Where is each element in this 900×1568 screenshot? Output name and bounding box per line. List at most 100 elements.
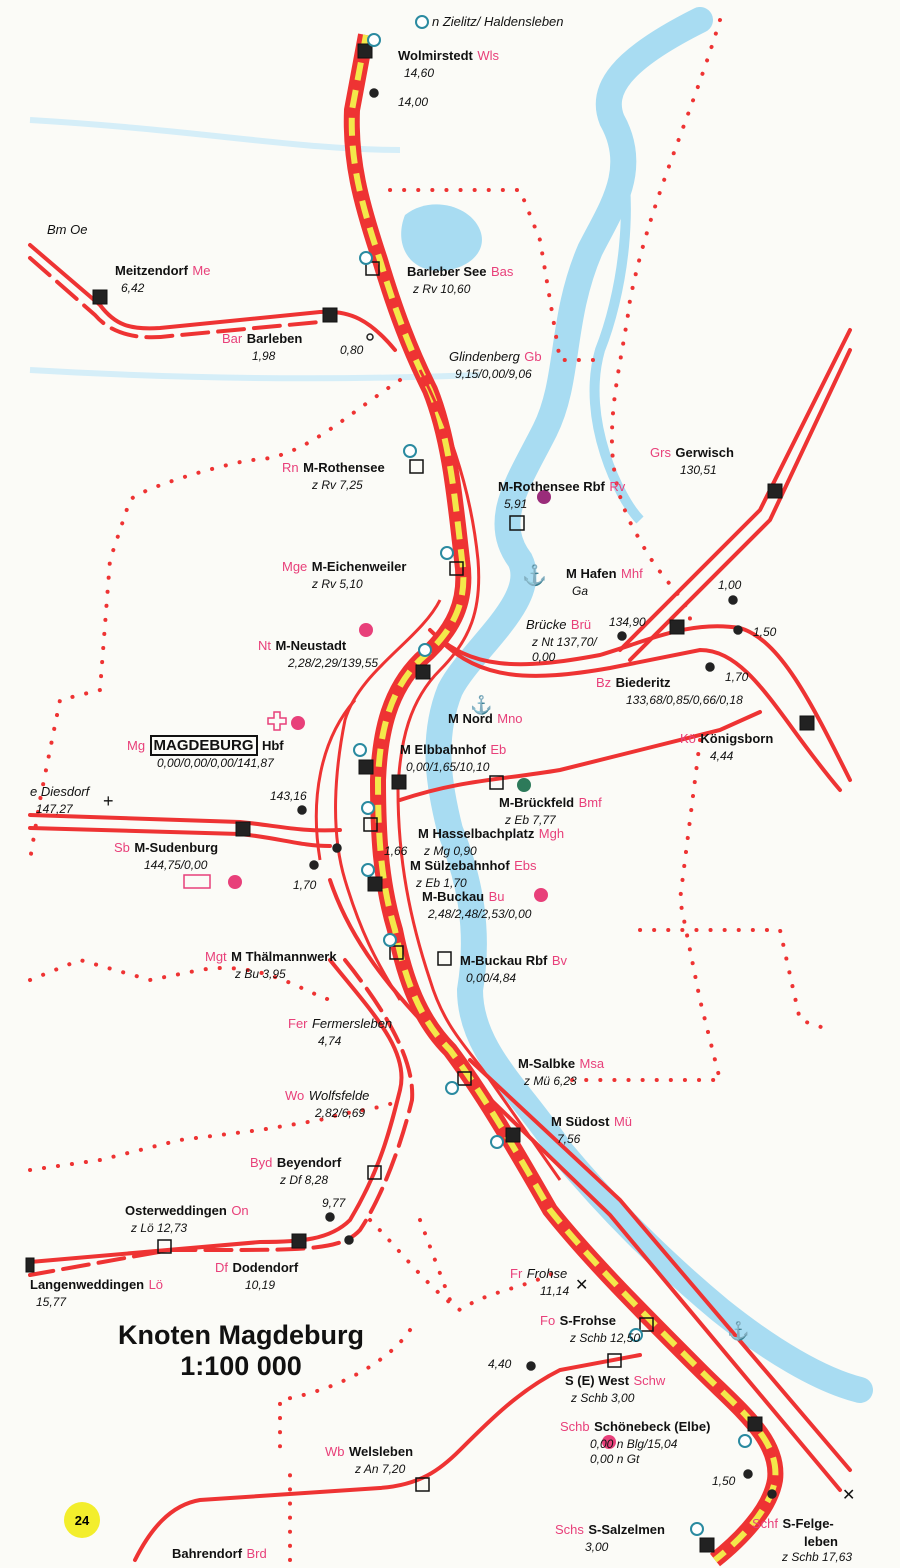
station-km: 3,00 (585, 1540, 609, 1554)
station-code: Schf (752, 1516, 779, 1531)
station-name: M-Brückfeld (499, 795, 575, 810)
station-name: n Zielitz/ Haldensleben (432, 14, 564, 29)
station-name: S-Salzelmen (588, 1522, 665, 1537)
station-name: M-Rothensee (303, 460, 385, 475)
station-code: Wls (477, 48, 500, 63)
station-name: M Hafen (566, 566, 617, 581)
station-code: Mg (127, 738, 146, 753)
poi-dot (228, 875, 242, 889)
facility-symbols: ⚓ ⚓ ⚓ + ✕ ✕ (103, 15, 855, 1536)
station-code: Schw (633, 1373, 666, 1388)
km-marker: 134,90 (609, 615, 646, 629)
station-km: 2,48/2,48/2,53/0,00 (428, 907, 532, 921)
km-marker: 4,40 (488, 1357, 512, 1371)
station-name: Schönebeck (Elbe) (594, 1419, 711, 1434)
secondary-lines (28, 243, 852, 1562)
station-code: Msa (579, 1056, 605, 1071)
km-marker: 9,77 (322, 1196, 346, 1210)
station-name: MAGDEBURG (149, 735, 258, 756)
station-code: Me (192, 263, 211, 278)
parallel-tracks (314, 369, 562, 1181)
station-km: z Schb 3,00 (571, 1391, 635, 1405)
station-name: Langenweddingen (30, 1277, 145, 1292)
anchor-icon: ⚓ (522, 563, 547, 587)
station-km: 0,00 n Blg/15,04 (590, 1437, 678, 1451)
station-code: Bar (222, 331, 243, 346)
poi-dot (291, 716, 305, 730)
station-label: Bar Barleben 1,98 (222, 331, 302, 362)
station-code: Df (215, 1260, 228, 1275)
station-code: Bz (596, 675, 612, 690)
station-label: Schs S-Salzelmen 3,00 (555, 1522, 665, 1553)
station-km: 5,91 (504, 497, 528, 511)
station-name: Beyendorf (276, 1155, 342, 1170)
station-km: 11,14 (540, 1284, 570, 1298)
map-scale: 1:100 000 (180, 1351, 302, 1382)
station-km: z Rv 10,60 (413, 282, 471, 296)
map-title: Knoten Magdeburg 1:100 000 (118, 1320, 364, 1382)
station-code: Rn (282, 460, 299, 475)
station-code: Brü (570, 617, 592, 632)
anchor-icon: ⚓ (470, 694, 492, 715)
station-km: 1,98 (252, 349, 276, 363)
station-label: M Nord Mno (448, 711, 523, 727)
station-code: Eb (490, 742, 507, 757)
station-code: Rv (609, 479, 626, 494)
station-code: Wb (325, 1444, 345, 1459)
station-name: Dodendorf (232, 1260, 299, 1275)
river-elbe (425, 7, 873, 1403)
station-code: Gb (524, 349, 542, 364)
station-code: Kö (680, 731, 696, 746)
district-borders (28, 18, 832, 1562)
station-code: Mgt (205, 949, 227, 964)
station-km: z Nt 137,70/ (532, 635, 597, 649)
station-code: Schs (555, 1522, 584, 1537)
station-name: Fermersleben (311, 1016, 393, 1031)
station-name: M-Neustadt (275, 638, 347, 653)
station-km: 133,68/0,85/0,66/0,18 (626, 693, 743, 707)
page-number: 24 (64, 1502, 100, 1538)
map-title-text: Knoten Magdeburg (118, 1320, 364, 1350)
station-km: 9,15/0,00/9,06 (455, 367, 532, 381)
station-code: Mhf (621, 566, 643, 581)
km-marker: 1,50 (712, 1474, 736, 1488)
station-name: M Sülzebahnhof (410, 858, 510, 873)
station-code: Byd (250, 1155, 273, 1170)
station-code: Grs (650, 445, 671, 460)
poi-dot (537, 490, 551, 504)
station-name: Barleben (246, 331, 303, 346)
station-code: Sb (114, 840, 130, 855)
hospital-cross-icon (267, 711, 287, 731)
station-code: Ebs (514, 858, 537, 873)
station-km: 4,74 (318, 1034, 342, 1048)
cross-marker-icon: ✕ (842, 1487, 855, 1504)
station-name: e Diesdorf (30, 784, 90, 799)
station-name: Bm Oe (47, 222, 88, 237)
depot-icon (183, 874, 211, 889)
station-name: S-Frohse (559, 1313, 616, 1328)
station-name: Osterweddingen (125, 1203, 227, 1218)
station-code: Mno (497, 711, 523, 726)
station-label: Bahrendorf Brd (172, 1546, 267, 1562)
station-km: 130,51 (680, 463, 717, 477)
station-km: 0,00 (532, 650, 556, 664)
station-code: Mü (613, 1114, 633, 1129)
